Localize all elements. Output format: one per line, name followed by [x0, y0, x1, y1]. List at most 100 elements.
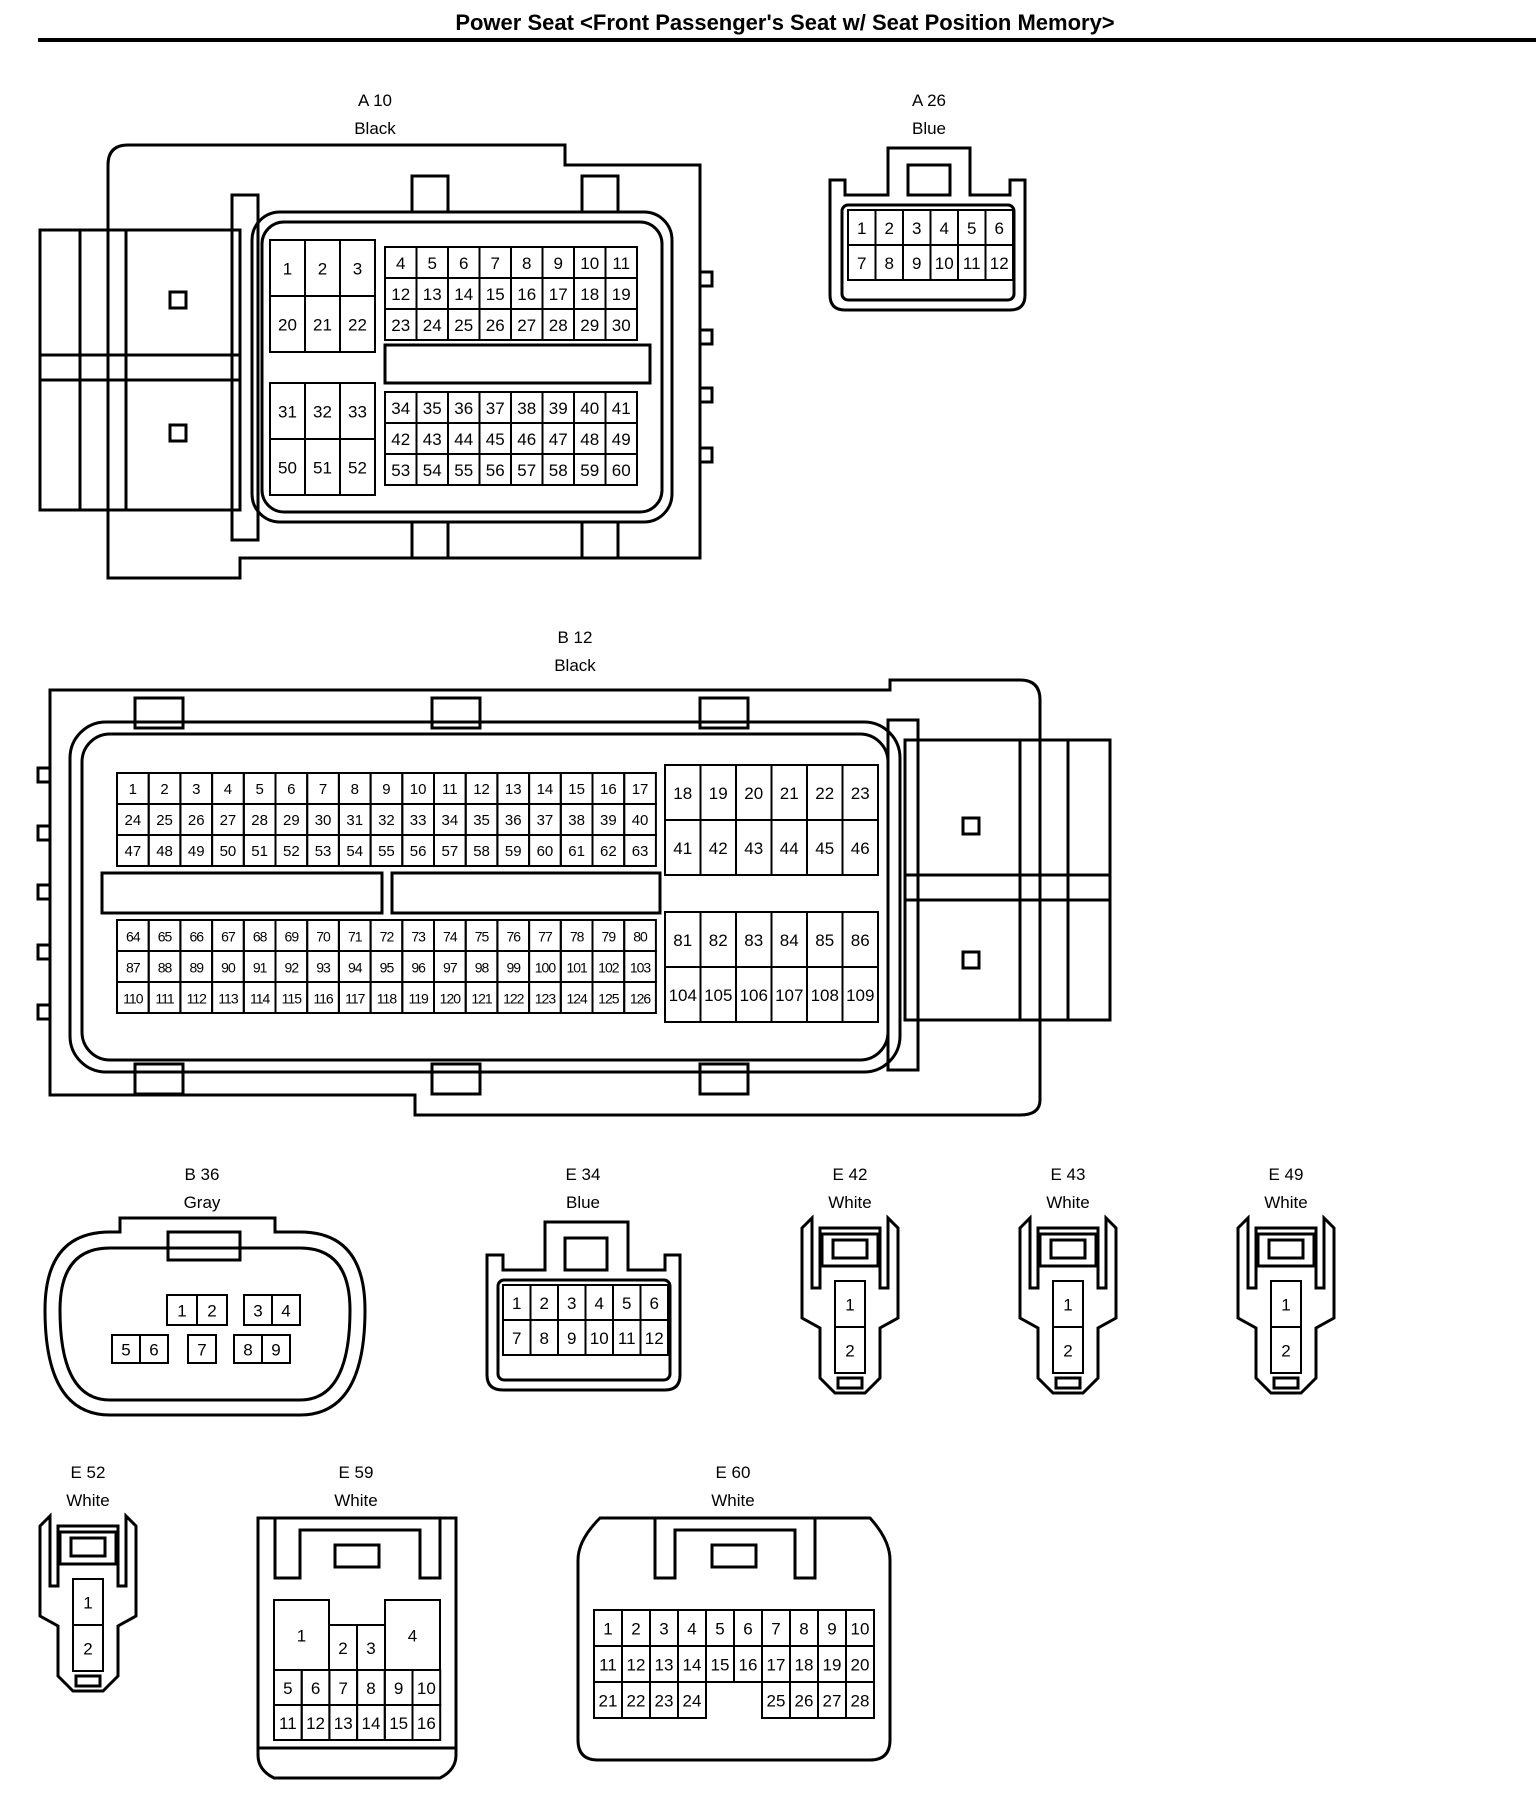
- pin-number: 12: [473, 781, 490, 798]
- pin-number: 2: [885, 219, 894, 238]
- pin-number: 1: [857, 219, 866, 238]
- pin-number: 17: [632, 781, 649, 798]
- pin-number: 2: [207, 1302, 216, 1321]
- connector-a10-tab: [410, 174, 450, 214]
- connector-e42: E 42 White 12: [800, 1165, 900, 1395]
- pin-number: 39: [549, 399, 568, 418]
- pin-number: 14: [537, 781, 554, 798]
- pin-number: 7: [857, 254, 866, 273]
- pin-number: 99: [506, 960, 521, 976]
- connector-b12-outline: [48, 678, 1042, 1117]
- pin-number: 123: [535, 991, 557, 1007]
- pin-number: 10: [851, 1620, 870, 1639]
- pin-number: 35: [473, 812, 490, 829]
- pin-number: 114: [250, 991, 271, 1007]
- pin-number: 46: [517, 430, 536, 449]
- pin-number: 45: [486, 430, 505, 449]
- pin-number: 73: [411, 929, 426, 945]
- pin-number: 3: [912, 219, 921, 238]
- connector-e60-latch: [653, 1518, 817, 1580]
- pin-number: 23: [391, 316, 410, 335]
- pin-number: 44: [780, 839, 799, 858]
- pin-number: 113: [218, 991, 239, 1007]
- pin-number: 81: [673, 931, 692, 950]
- connector-a10-lock: [38, 228, 242, 512]
- pin-number: 57: [517, 461, 536, 480]
- pin-number: 8: [540, 1329, 549, 1348]
- pin-number: 64: [126, 929, 141, 945]
- pin-cell: [1052, 1326, 1084, 1374]
- pin-number: 46: [851, 839, 870, 858]
- pin-number: 25: [156, 812, 173, 829]
- pin-number: 48: [156, 843, 173, 860]
- pin-number: 8: [243, 1341, 252, 1360]
- pin-number: 126: [630, 991, 652, 1007]
- connector-b12-lock: [903, 738, 1112, 1022]
- connector-a26-outline: [828, 146, 1027, 312]
- pin-number: 87: [126, 960, 141, 976]
- pin-number: 11: [963, 254, 981, 273]
- pin-number: 22: [627, 1692, 646, 1711]
- pin-number: 117: [345, 991, 366, 1007]
- pin-number: 9: [271, 1341, 280, 1360]
- pin-number: 25: [454, 316, 473, 335]
- connector-e52-outline: [38, 1512, 138, 1693]
- pin-number: 2: [160, 781, 168, 798]
- pin-number: 24: [683, 1692, 702, 1711]
- pin-number: 2: [83, 1640, 92, 1659]
- pin-number: 10: [417, 1679, 436, 1698]
- pin-number: 48: [580, 430, 599, 449]
- pin-number: 11: [279, 1714, 297, 1733]
- pin-number: 6: [743, 1620, 752, 1639]
- connector-e52: E 52 White 12: [38, 1463, 138, 1693]
- connector-b12-key: [390, 871, 662, 915]
- pin-number: 54: [423, 461, 442, 480]
- pin-number: 9: [382, 781, 390, 798]
- pin-number: 59: [505, 843, 522, 860]
- connector-e52-color: White: [66, 1491, 109, 1510]
- pin-number: 28: [251, 812, 268, 829]
- pin-number: 20: [278, 316, 297, 335]
- pin-number: 18: [673, 784, 692, 803]
- pin-cell: [187, 1334, 217, 1364]
- pin-number: 11: [599, 1656, 617, 1675]
- connector-a10-housing: [250, 210, 674, 524]
- connector-b12-face: [80, 732, 890, 1062]
- pin-number: 76: [506, 929, 521, 945]
- pin-number: 89: [189, 960, 204, 976]
- pin-number: 13: [423, 285, 442, 304]
- pin-number: 33: [410, 812, 427, 829]
- pin-cell: [604, 453, 638, 486]
- pin-number: 38: [517, 399, 536, 418]
- pin-number: 38: [568, 812, 585, 829]
- pin-number: 43: [744, 839, 763, 858]
- pin-number: 20: [744, 784, 763, 803]
- pin-number: 27: [220, 812, 237, 829]
- pin-number: 4: [281, 1302, 290, 1321]
- connector-e59-id: E 59: [339, 1463, 374, 1482]
- pin-number: 35: [423, 399, 442, 418]
- pin-number: 3: [353, 260, 362, 279]
- pin-number: 7: [491, 254, 500, 273]
- pin-number: 82: [709, 931, 728, 950]
- pin-number: 13: [505, 781, 522, 798]
- pin-number: 19: [823, 1656, 842, 1675]
- connector-a26-id: A 26: [912, 91, 946, 110]
- pin-number: 8: [799, 1620, 808, 1639]
- pin-number: 86: [851, 931, 870, 950]
- pin-number: 50: [220, 843, 237, 860]
- pin-number: 124: [566, 991, 588, 1007]
- pin-number: 41: [612, 399, 631, 418]
- pin-number: 19: [709, 784, 728, 803]
- pin-number: 9: [827, 1620, 836, 1639]
- pin-number: 66: [189, 929, 204, 945]
- pin-number: 3: [253, 1302, 262, 1321]
- connector-e34-outline: [485, 1220, 682, 1392]
- pin-number: 11: [618, 1329, 636, 1348]
- pin-number: 49: [612, 430, 631, 449]
- pin-number: 22: [348, 316, 367, 335]
